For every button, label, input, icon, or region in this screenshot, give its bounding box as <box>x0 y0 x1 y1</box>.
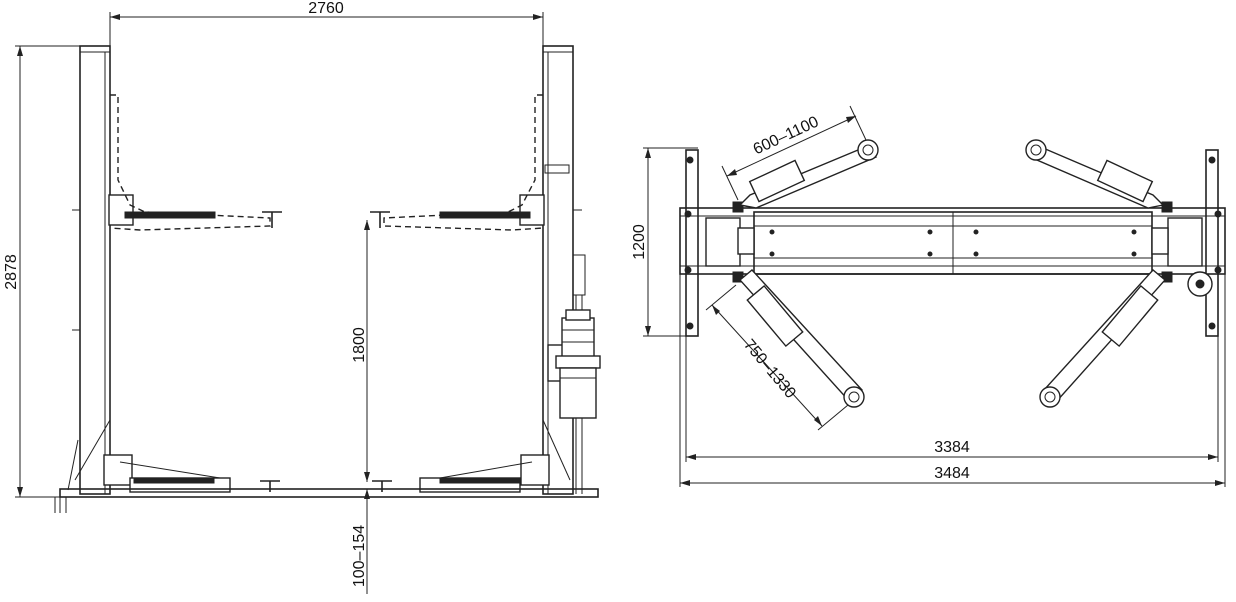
dimension-depth: 1200 <box>631 147 698 337</box>
carriages <box>705 201 1213 297</box>
motor-pump-unit <box>547 309 601 419</box>
dimension-height-front: 2878 <box>3 45 82 498</box>
dim-2878-label: 2878 <box>3 254 20 290</box>
dimension-width-inner: 3384 <box>685 336 1219 462</box>
dim-750-1330-label: 750–1330 <box>740 336 799 402</box>
dim-2760-label: 2760 <box>308 0 344 17</box>
dimension-width-outer: 3484 <box>679 274 1226 487</box>
dim-600-1100-label: 600–1100 <box>751 113 822 158</box>
dimension-width-front: 2760 <box>109 0 544 48</box>
dimension-min-height: 100–154 <box>351 489 370 594</box>
right-column <box>519 45 586 495</box>
dim-1200-label: 1200 <box>631 224 648 260</box>
base-plate <box>54 488 599 513</box>
lowered-arms <box>119 461 533 493</box>
left-column <box>67 45 134 495</box>
lift-arms <box>738 139 1167 408</box>
dim-1800-label: 1800 <box>351 327 368 363</box>
dimension-lift-height: 1800 <box>351 220 370 482</box>
top-view: 1200 <box>631 105 1226 487</box>
dim-3384-label: 3384 <box>934 439 970 456</box>
front-view: 2760 2878 <box>3 0 601 594</box>
raised-arms <box>109 94 544 231</box>
dim-100-154-label: 100–154 <box>351 525 368 587</box>
dim-3484-label: 3484 <box>934 465 970 482</box>
